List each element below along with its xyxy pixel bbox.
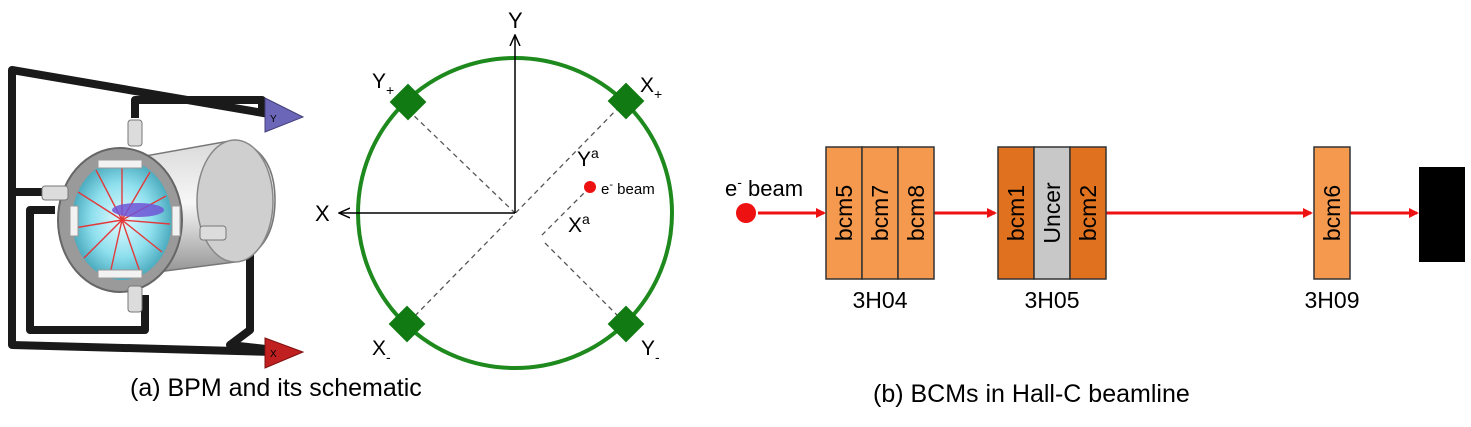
x-axis-label: X [315,201,330,226]
device-y-tag: Y [270,114,277,125]
monitor-bcm2 [1069,146,1107,280]
monitor-label: bcm6 [1319,185,1345,241]
target-label: Target [1430,183,1455,244]
station-name: 3H09 [1305,287,1360,313]
bcm-beamline: e- beam bcm5 bcm7 bcm8 3H04 bcm1 Uncer b [725,146,1465,313]
antenna-y-plus [389,83,427,121]
ya-label: Ya [577,145,599,171]
monitor-bcm6 [1313,146,1351,280]
caption-b: (b) BCMs in Hall-C beamline [873,380,1190,408]
monitor-uncer [1033,146,1071,280]
monitor-bcm8 [897,146,935,280]
station-name: 3H04 [853,287,908,313]
dash-xa [539,186,591,238]
antenna-y-minus [607,305,645,343]
device-x-tag: X [270,349,277,360]
xa-label: Xa [568,211,590,237]
beam-spot [584,181,596,193]
station-name: 3H05 [1025,287,1080,313]
monitor-label: bcm5 [831,185,857,241]
antenna-x-minus [388,305,426,343]
dash-y-minus [544,242,627,325]
bpm-device-illustration: Y X [8,66,305,369]
monitor-label: bcm1 [1003,185,1029,241]
station-3h09: bcm6 3H09 [1305,146,1360,313]
monitor-label: bcm2 [1075,185,1101,241]
dash-x-diagonal [406,99,627,325]
monitor-label: bcm7 [867,185,893,241]
dash-y-plus [407,109,516,214]
monitor-label: bcm8 [903,185,929,241]
station-3h04: bcm5 bcm7 bcm8 3H04 [825,146,935,313]
caption-a: (a) BPM and its schematic [130,374,422,402]
target-block [1419,167,1465,262]
antenna-x-plus [607,82,645,120]
monitor-label: Uncer [1039,182,1065,244]
label-y-minus: Y- [641,337,660,365]
y-axis-label: Y [508,8,523,33]
monitor-bcm5 [825,146,863,280]
bpm-schematic: Y X Y+ X+ X- Y- Ya Xa e- beam [315,8,674,370]
schematic-beam-label: e- beam [601,179,655,198]
label-x-plus: X+ [640,74,662,102]
label-x-minus: X- [372,337,391,365]
label-y-plus: Y+ [372,70,394,98]
beamline-beam-label: e- beam [725,174,803,201]
beam-source-dot [736,203,756,223]
station-3h05: bcm1 Uncer bcm2 3H05 [997,146,1107,313]
